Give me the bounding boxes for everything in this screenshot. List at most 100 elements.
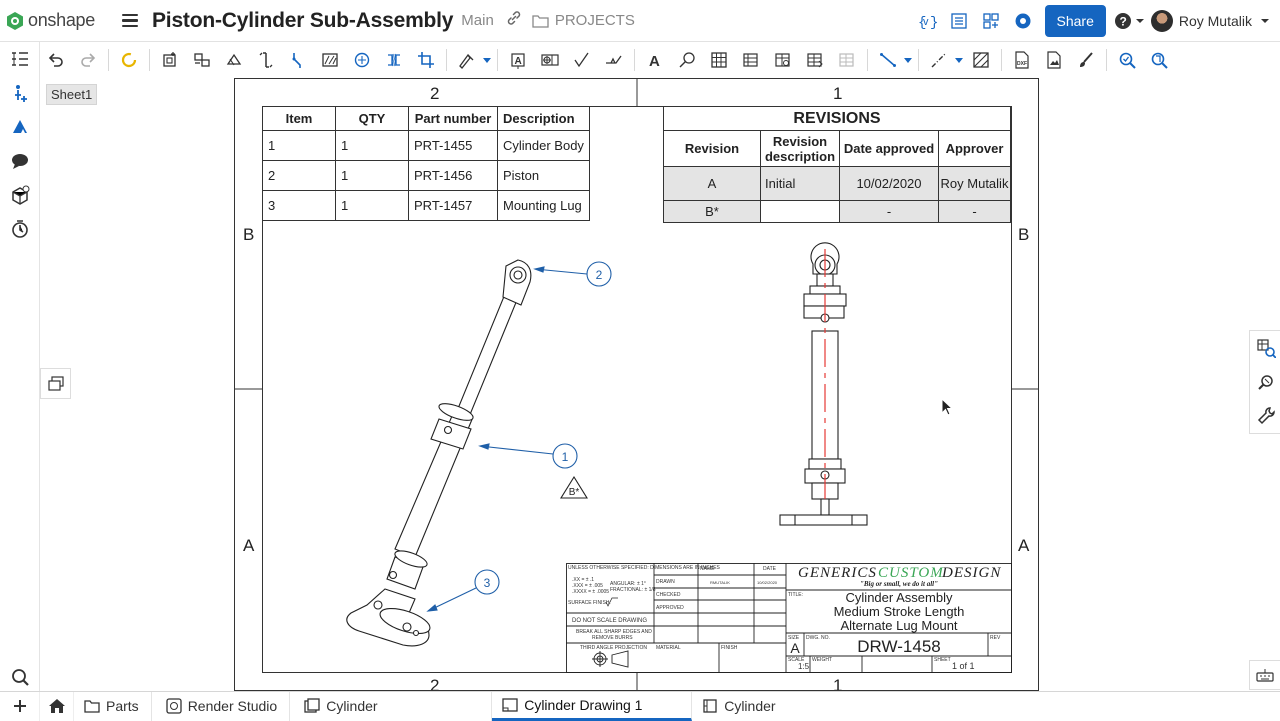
inspection-symbol-icon[interactable] [1143,45,1175,75]
onshape-logo[interactable]: onshape [6,10,116,31]
comments-icon[interactable] [0,144,40,178]
line-icon[interactable] [872,45,904,75]
table-row[interactable]: 3 1 PRT-1457 Mounting Lug [262,190,590,221]
sheet-tab[interactable]: Sheet1 [46,84,98,105]
revision-header-cell: Revision description [760,130,840,167]
balloon-3-label[interactable]: 3 [484,576,491,590]
tab-render-studio[interactable]: Render Studio [152,691,291,721]
bom-header-row: Item QTY Part number Description [262,106,590,131]
aligned-section-icon[interactable] [282,45,314,75]
parts-config-icon[interactable] [0,178,40,212]
zone-label-top-2: 2 [430,84,440,103]
drawn-by: RMUTALIK [710,580,730,585]
revision-tag-label[interactable]: B* [569,487,580,498]
tab-cylinder-part-studio[interactable]: Cylinder [692,692,787,721]
text-format-icon[interactable]: A [639,45,671,75]
app-store-icon[interactable] [975,5,1007,37]
projected-view-icon[interactable] [186,45,218,75]
table-row[interactable]: B* - - [663,200,1011,223]
add-tab-icon[interactable] [0,691,40,721]
weld-symbol-icon[interactable] [598,45,630,75]
home-icon[interactable] [40,691,74,721]
version-history-icon[interactable] [0,212,40,246]
keyboard-shortcuts-icon[interactable] [1249,660,1280,690]
tab-cylinder-drawing-1[interactable]: Cylinder Drawing 1 [492,691,693,721]
surface-finish-label: SURFACE FINISH: [568,600,611,606]
tab-cylinder-assembly[interactable]: Cylinder [290,691,493,721]
inspection-panel-icon[interactable] [1250,365,1280,399]
link-icon[interactable] [506,10,522,31]
share-button[interactable]: Share [1044,5,1106,37]
callout-icon[interactable] [671,45,703,75]
properties-wrench-icon[interactable] [1250,399,1280,433]
centerline-icon[interactable] [923,45,955,75]
add-sketch-icon[interactable] [0,76,40,110]
drawing-check-panel-icon[interactable] [1250,331,1280,365]
tab-parts[interactable]: Parts [74,691,152,721]
redo-icon[interactable] [72,45,104,75]
user-name[interactable]: Roy Mutalik [1178,13,1252,29]
title-block[interactable]: UNLESS OTHERWISE SPECIFIED: DIMENSIONS A… [566,563,1012,673]
folder-icon [84,699,100,713]
company-name-3: DESIGN [941,565,1001,581]
projection-label: THIRD ANGLE PROJECTION [580,645,647,651]
undo-icon[interactable] [40,45,72,75]
front-view[interactable] [235,79,1039,691]
dimension-dropdown-icon[interactable] [483,57,493,63]
drawing-sheet[interactable]: 2 1 2 1 B B A A Item QTY Part number Des… [234,78,1039,691]
detail-view-icon[interactable] [346,45,378,75]
revision-table-icon[interactable] [799,45,831,75]
main-menu-icon[interactable] [122,13,138,28]
line-dropdown-icon[interactable] [904,57,914,63]
revision-cell: A [663,166,761,201]
branch-name[interactable]: Main [461,12,494,29]
break-view-icon[interactable] [378,45,410,75]
dimension-icon[interactable] [451,45,483,75]
search-tools-icon[interactable] [0,660,40,694]
help-menu[interactable]: ? [1114,12,1145,30]
hatch-icon[interactable] [965,45,997,75]
revision-table[interactable]: REVISIONS Revision Revision description … [663,106,1011,223]
centerline-dropdown-icon[interactable] [955,57,965,63]
note-icon[interactable]: A [502,45,534,75]
feature-list-icon[interactable] [0,42,40,76]
properties-list-icon[interactable] [943,5,975,37]
gdt-icon[interactable] [534,45,566,75]
projects-breadcrumb[interactable]: PROJECTS [532,12,635,29]
appearance-icon[interactable] [0,110,40,144]
bom-table-icon[interactable] [735,45,767,75]
learning-center-icon[interactable] [1007,5,1039,37]
inspection-table-icon[interactable] [831,45,863,75]
format-painter-icon[interactable] [1070,45,1102,75]
bom-cell: 3 [262,190,336,221]
update-icon[interactable] [113,45,145,75]
document-title[interactable]: Piston-Cylinder Sub-Assembly [152,8,454,32]
insert-view-icon[interactable] [154,45,186,75]
export-dxf-icon[interactable]: DXF [1006,45,1038,75]
broken-out-section-icon[interactable] [314,45,346,75]
isometric-view[interactable]: 2 1 3 B* [235,79,1039,691]
surface-finish-icon[interactable] [566,45,598,75]
bom-table[interactable]: Item QTY Part number Description 1 1 PRT… [262,106,590,221]
table-row[interactable]: A Initial 10/02/2020 Roy Mutalik [663,166,1011,201]
section-view-icon[interactable] [250,45,282,75]
bom-cell: PRT-1455 [408,130,498,161]
left-panel-rail [0,42,40,694]
svg-text:}: } [930,15,937,30]
size-value: A [790,640,800,656]
revision-cell: - [839,200,939,223]
hole-table-icon[interactable] [767,45,799,75]
auxiliary-view-icon[interactable] [218,45,250,75]
variable-studio-icon[interactable]: {v} [911,5,943,37]
tab-label: Render Studio [187,698,278,714]
crop-view-icon[interactable] [410,45,442,75]
check-drawing-icon[interactable] [1111,45,1143,75]
table-icon[interactable] [703,45,735,75]
bom-cell: 1 [335,190,409,221]
insert-image-icon[interactable] [1038,45,1070,75]
user-menu-chevron-icon[interactable] [1260,18,1270,24]
balloon-2-label[interactable]: 1 [562,450,569,464]
balloon-1-label[interactable]: 2 [596,268,603,282]
views-panel-toggle-icon[interactable] [40,368,71,399]
avatar[interactable] [1150,10,1173,32]
